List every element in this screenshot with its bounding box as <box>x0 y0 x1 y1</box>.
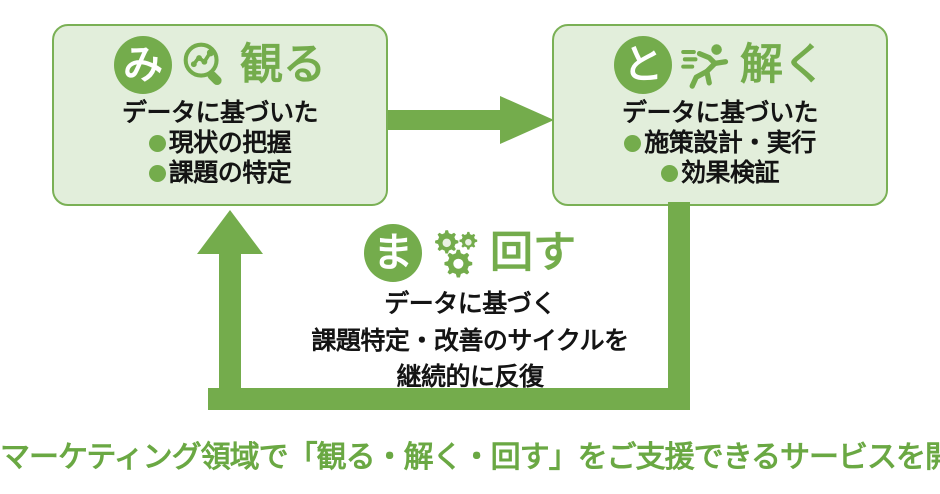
list-item: 効果検証 <box>660 159 780 187</box>
bullet-label: 現状の把握 <box>168 129 292 157</box>
step-subtitle-miru: データに基づいた <box>121 99 319 127</box>
step-subtitle-toku: データに基づいた <box>621 99 819 127</box>
list-item: 課題の特定 <box>148 159 292 187</box>
cycle-line-1: データに基づく <box>384 290 556 318</box>
bullet-label: 課題の特定 <box>168 159 292 187</box>
magnifier-chart-icon <box>183 42 222 86</box>
bullet-dot-icon <box>148 134 166 152</box>
step-badge-miru: み <box>114 36 172 94</box>
cycle-line-3: 継続的に反復 <box>396 363 544 391</box>
step-card-toku: と 解く データに基づいた 施策設計・実 <box>552 24 888 206</box>
step-word-miru: 観る <box>240 40 326 89</box>
bullet-label: 効果検証 <box>680 159 780 187</box>
running-person-icon <box>681 44 729 89</box>
step-header-miru: み 観る <box>54 32 386 98</box>
bullet-dot-icon <box>660 164 678 182</box>
step-bullets-toku: 施策設計・実行 効果検証 <box>554 129 886 187</box>
cycle-line-2: 課題特定・改善のサイクルを <box>311 326 629 355</box>
step-word-toku: 解く <box>740 40 826 89</box>
gears-icon <box>435 230 478 278</box>
cycle-header: ま 回す <box>250 222 690 284</box>
cycle-badge: ま <box>364 224 422 282</box>
list-item: 現状の把握 <box>148 129 292 157</box>
list-item: 施策設計・実行 <box>624 129 816 157</box>
cycle-word: 回す <box>490 228 576 277</box>
bullet-label: 施策設計・実行 <box>644 129 816 157</box>
caption-text: マーケティング領域で「観る・解く・回す」をご支援できるサービスを開発 <box>0 441 940 474</box>
bullet-dot-icon <box>624 134 642 152</box>
step-header-toku: と 解く <box>554 32 886 98</box>
step-card-miru: み 観る データに基づいた 現状の把握 課題の特定 <box>52 24 388 206</box>
step-bullets-miru: 現状の把握 課題の特定 <box>54 129 386 187</box>
loop-back-arrow-icon <box>197 202 690 410</box>
arrow-right-icon <box>388 96 554 144</box>
cycle-block: ま 回す データに基づく 課題特定・改善のサイクルを 継続的に反復 <box>250 222 690 394</box>
step-badge-toku: と <box>614 36 672 94</box>
bullet-dot-icon <box>148 164 166 182</box>
